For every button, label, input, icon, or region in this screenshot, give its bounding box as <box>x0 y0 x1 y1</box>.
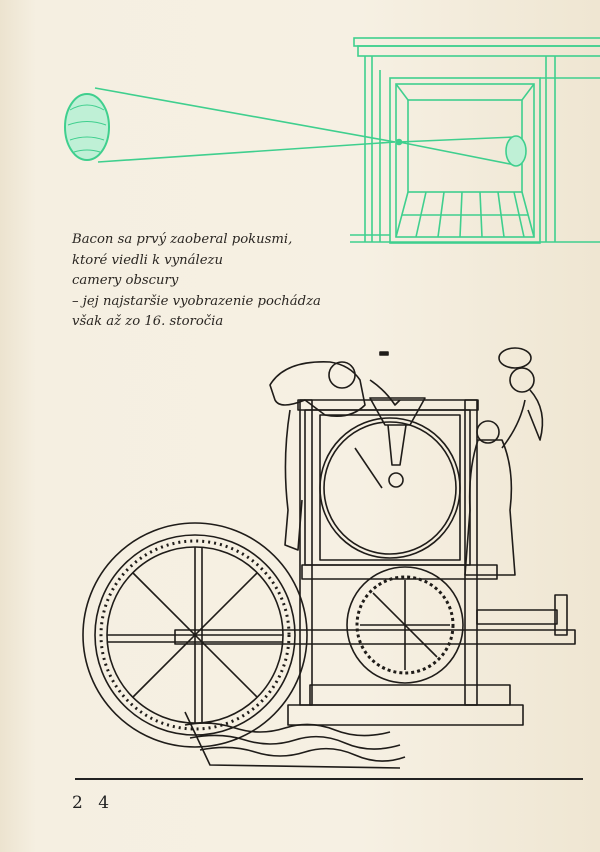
caption-line: – jej najstaršie vyobrazenie pochádza <box>72 293 321 309</box>
caption-line: však až zo 16. storočia <box>72 314 224 329</box>
footer-rule <box>75 778 583 780</box>
camera-obscura-illustration <box>64 37 600 244</box>
caption-line: camery obscury <box>72 273 179 288</box>
water-wheel-machine-illustration <box>82 347 576 769</box>
page-number: 2 4 <box>72 793 115 813</box>
caption-line: Bacon sa prvý zaoberal pokusmi, <box>72 232 293 247</box>
caption-line: ktoré viedli k vynálezu <box>72 252 223 268</box>
figure-caption: Bacon sa prvý zaoberal pokusmi, ktoré vi… <box>72 230 372 333</box>
